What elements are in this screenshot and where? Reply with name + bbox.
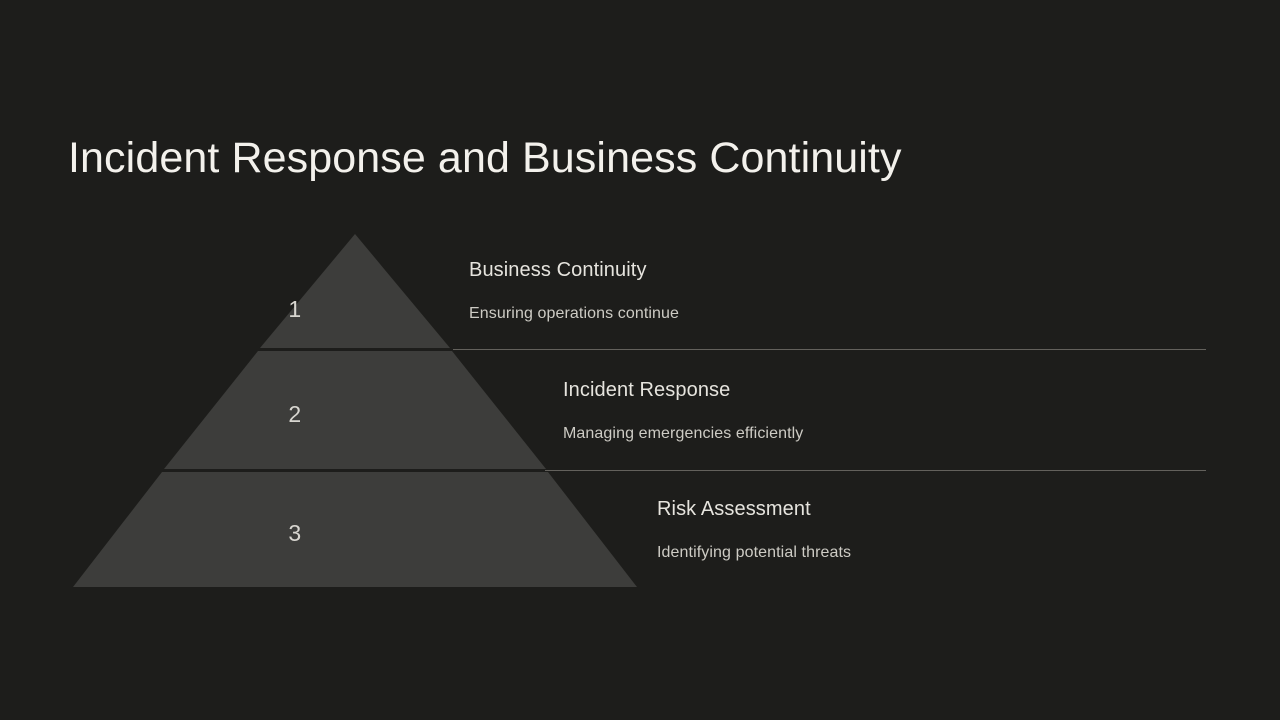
- pyramid-tier-1-number: 1: [288, 296, 302, 322]
- level-3-text-block: Risk Assessment Identifying potential th…: [657, 497, 851, 562]
- level-3-heading: Risk Assessment: [657, 498, 811, 520]
- pyramid-tier-3-number: 3: [288, 520, 302, 546]
- pyramid-tier-3-shape[interactable]: [73, 472, 637, 587]
- level-2-subtext: Managing emergencies efficiently: [563, 425, 804, 442]
- level-2-text-block: Incident Response Managing emergencies e…: [563, 378, 803, 443]
- level-2-heading: Incident Response: [563, 379, 731, 401]
- level-1-text-block: Business Continuity Ensuring operations …: [469, 258, 679, 323]
- level-1-subtext: Ensuring operations continue: [469, 305, 680, 322]
- pyramid-tier-1-shape[interactable]: [260, 234, 450, 348]
- pyramid-tier-2-number: 2: [288, 401, 302, 427]
- pyramid-diagram: [60, 225, 660, 600]
- level-1-heading: Business Continuity: [469, 259, 647, 281]
- level-3-subtext: Identifying potential threats: [657, 544, 852, 561]
- pyramid-tier-2-shape[interactable]: [164, 351, 546, 469]
- level-divider-1: [453, 349, 1206, 350]
- level-divider-2: [545, 470, 1206, 471]
- page-title: Incident Response and Business Continuit…: [68, 134, 902, 182]
